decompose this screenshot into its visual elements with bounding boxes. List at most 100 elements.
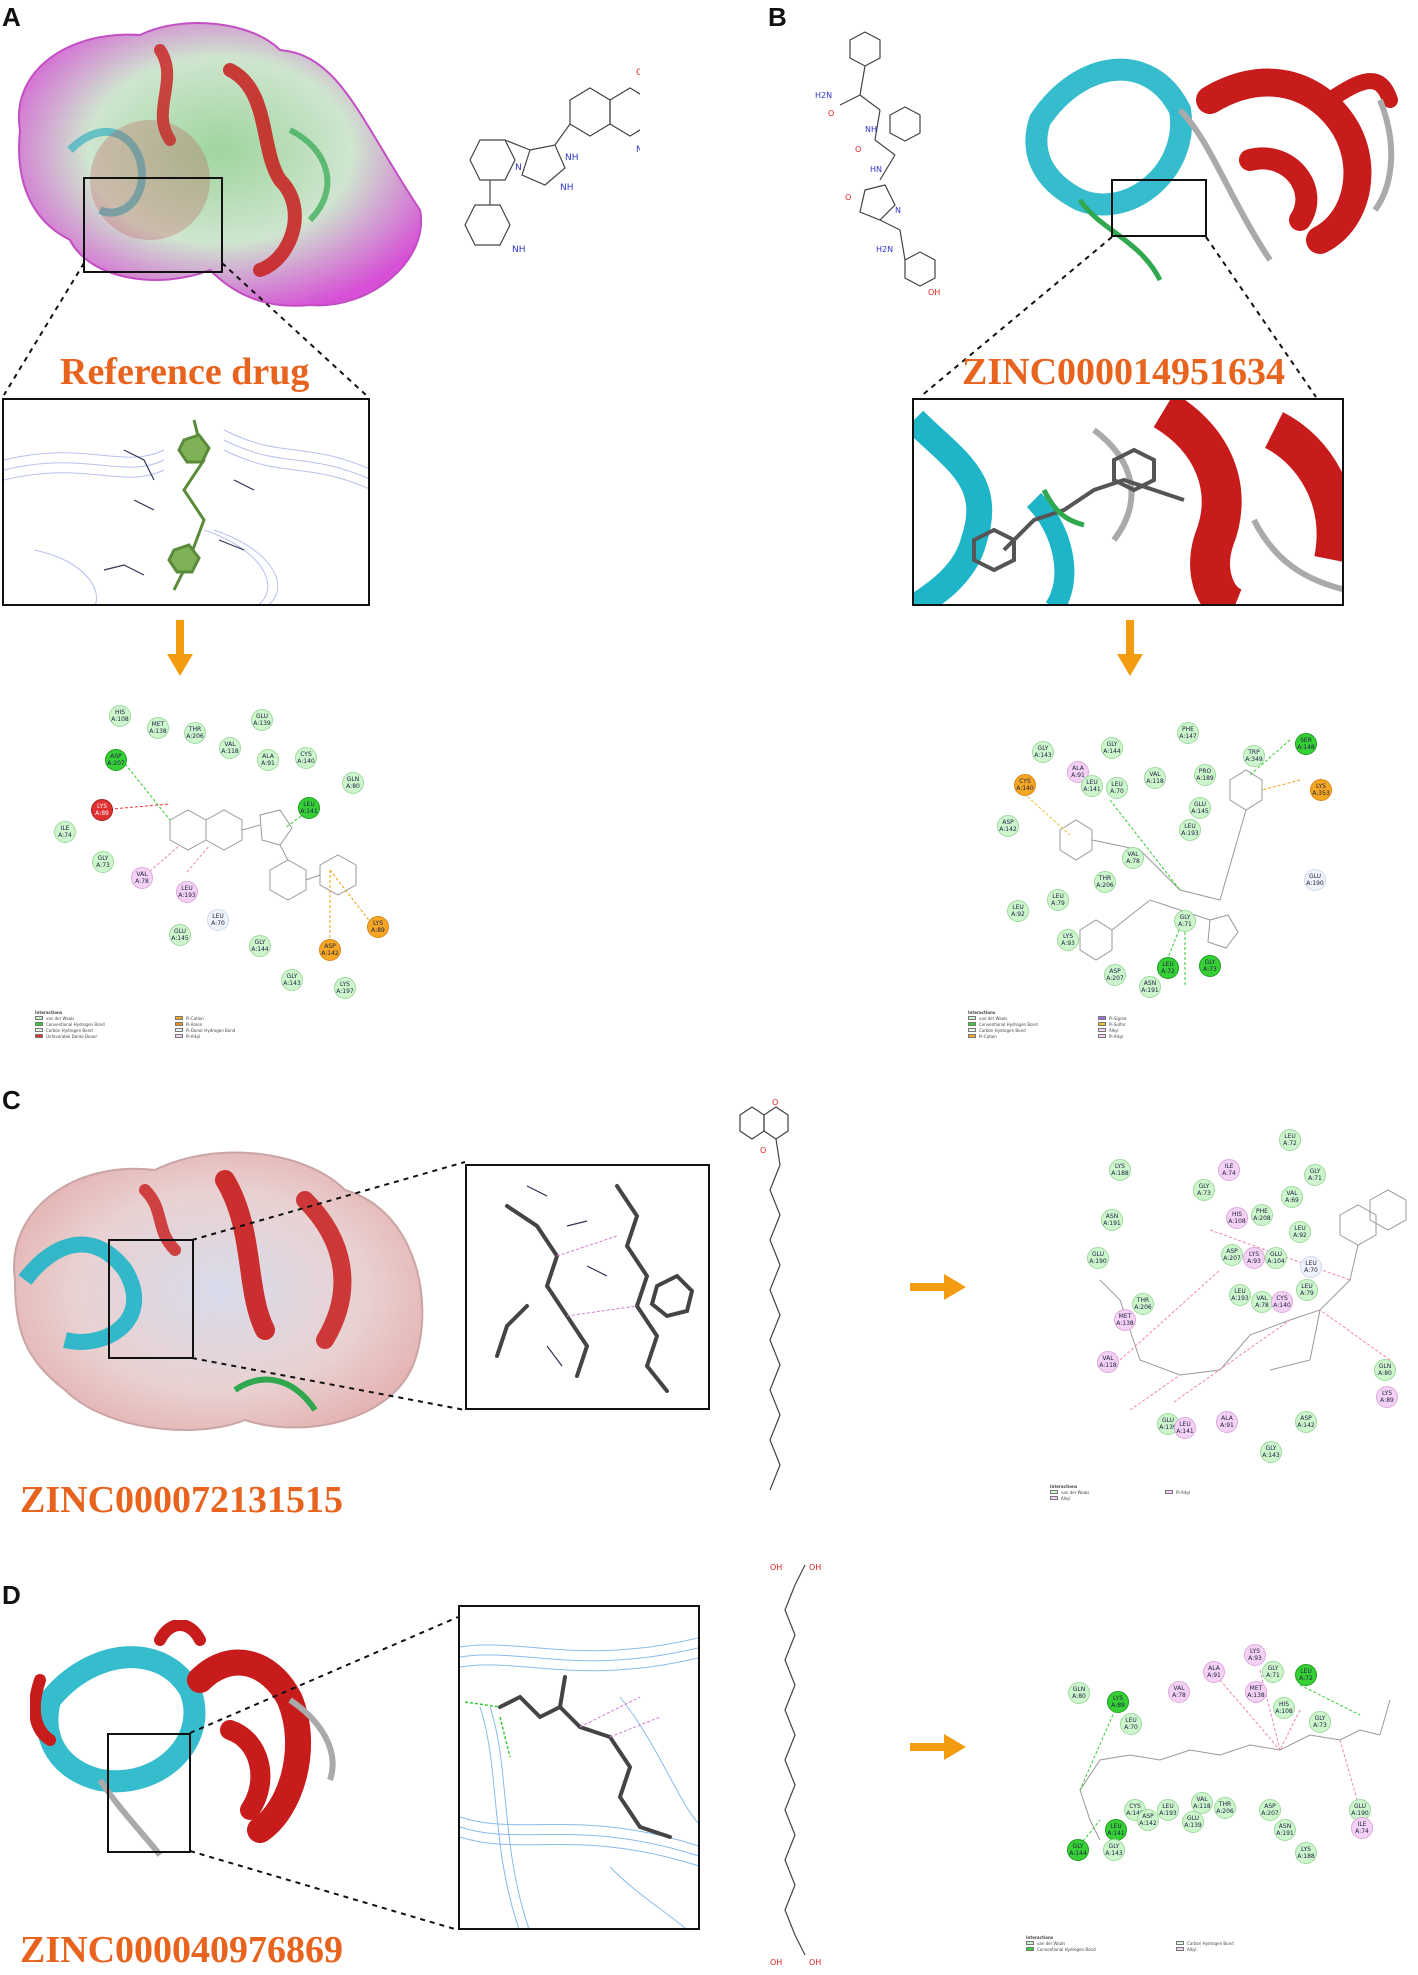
zoom-box-c <box>108 1239 194 1359</box>
zoom-box-a <box>83 177 223 273</box>
residue-node: VAL A:118 <box>1191 1792 1213 1814</box>
protein-ribbon-d <box>30 1620 336 1857</box>
atom-label: H2N <box>876 245 893 254</box>
atom-label: O <box>845 193 851 202</box>
residue-node: GLU A:104 <box>1265 1247 1287 1269</box>
residue-node: LEU A:72 <box>1279 1129 1301 1151</box>
legend-item: Carbon Hydrogen Bond <box>46 1027 93 1033</box>
residue-node: GLN A:80 <box>1068 1682 1090 1704</box>
residue-node: LEU A:193 <box>1179 819 1201 841</box>
zoom-box-d <box>107 1733 191 1853</box>
residue-node: CYS A:140 <box>1271 1291 1293 1313</box>
zoom-lines-c <box>191 1161 466 1411</box>
atom-label: OH <box>809 1958 821 1967</box>
residue-node: LYS A:89 <box>1376 1386 1398 1408</box>
residue-node: ASN A:191 <box>1139 976 1161 998</box>
residue-node: GLY A:71 <box>1304 1164 1326 1186</box>
residue-node: MET A:138 <box>147 717 169 739</box>
panel-letter-a: A <box>2 2 21 32</box>
legend-item: Unfavorable Donor-Donor <box>46 1033 98 1039</box>
legend-item: Pi-Cation <box>979 1033 997 1039</box>
atom-label: OH <box>809 1563 821 1572</box>
residue-node: VAL A:78 <box>1168 1681 1190 1703</box>
residue-node: HIS A:108 <box>1226 1207 1248 1229</box>
residue-node: GLY A:144 <box>249 935 271 957</box>
legend-item: Carbon Hydrogen Bond <box>1187 1940 1234 1946</box>
residue-node: GLY A:73 <box>1309 1711 1331 1733</box>
residue-node: LEU A:70 <box>1106 777 1128 799</box>
residue-node: PRO A:189 <box>1194 764 1216 786</box>
atom-label: NH <box>512 245 526 255</box>
residue-node: LEU A:79 <box>1296 1279 1318 1301</box>
atom-label: N <box>515 163 522 173</box>
residue-node: LEU A:72 <box>1157 957 1179 979</box>
residue-node: ASP A:207 <box>1221 1244 1243 1266</box>
residue-node: LEU A:193 <box>176 881 198 903</box>
residue-node: GLY A:144 <box>1067 1839 1089 1861</box>
binding-site-zoom-d <box>458 1605 700 1930</box>
legend-item: van der Waals <box>46 1015 75 1021</box>
residue-node: LYS A:93 <box>1244 1644 1266 1666</box>
legend-b: Interactions van der Waals Pi-Sigma Conv… <box>968 1010 1228 1039</box>
residue-node: LYS A:89 <box>91 799 113 821</box>
arrow-right-c <box>910 1274 966 1300</box>
atom-label: OH <box>770 1563 782 1572</box>
residue-node: ASP A:142 <box>997 815 1019 837</box>
residue-node: ILE A:74 <box>54 821 76 843</box>
legend-item: Pi-Sulfur <box>1109 1021 1126 1027</box>
atom-label: NH <box>565 153 579 163</box>
residue-node: GLN A:80 <box>1374 1359 1396 1381</box>
compound-title-c: ZINC000072131515 <box>20 1479 344 1521</box>
legend-title: Interactions <box>35 1010 63 1015</box>
residue-node: GLU A:145 <box>169 924 191 946</box>
atom-label: OH <box>770 1958 782 1967</box>
atom-label: H2N <box>815 91 832 100</box>
residue-node: CYS A:140 <box>295 747 317 769</box>
residue-node: MET A:138 <box>1114 1309 1136 1331</box>
residue-node: ASP A:142 <box>319 939 341 961</box>
residue-node: GLY A:144 <box>1101 737 1123 759</box>
zoom-lines-a <box>3 262 367 396</box>
residue-node: LEU A:70 <box>1120 1713 1142 1735</box>
panel-letter-d: D <box>2 1580 21 1610</box>
protein-ribbon-b <box>1025 58 1398 282</box>
legend-d: Interactions van der Waals Carbon Hydrog… <box>1026 1935 1326 1952</box>
residue-node: LEU A:70 <box>1300 1256 1322 1278</box>
compound-title-d: ZINC000040976869 <box>20 1929 344 1971</box>
compound-title-b: ZINC000014951634 <box>962 351 1286 393</box>
zoom-lines-b <box>919 236 1317 398</box>
residue-node: VAL A:118 <box>1144 767 1166 789</box>
residue-node: LYS A:197 <box>334 977 356 999</box>
residue-node: ALA A:91 <box>257 749 279 771</box>
residue-node: MET A:138 <box>1245 1681 1267 1703</box>
residue-node: ASP A:207 <box>105 749 127 771</box>
residue-node: LEU A:193 <box>1229 1284 1251 1306</box>
residue-node: THR A:206 <box>184 722 206 744</box>
protein-surface-c <box>13 1151 424 1431</box>
residue-node: THR A:206 <box>1094 871 1116 893</box>
legend-title: Interactions <box>968 1010 996 1015</box>
legend-item: Alkyl <box>1187 1946 1197 1952</box>
residue-node: GLY A:73 <box>1199 955 1221 977</box>
panel-letter-c: C <box>2 1085 21 1115</box>
legend-item: Pi-Alkyl <box>1176 1489 1191 1495</box>
interaction-diagram-d <box>1079 1669 1391 1846</box>
arrow-down-b <box>1117 620 1143 676</box>
residue-node: HIS A:108 <box>1273 1697 1295 1719</box>
residue-node: ASP A:207 <box>1259 1799 1281 1821</box>
residue-node: LYS A:188 <box>1109 1159 1131 1181</box>
zoom-lines-d <box>189 1616 459 1931</box>
binding-site-zoom-c <box>465 1164 710 1410</box>
residue-node: ALA A:91 <box>1203 1661 1225 1683</box>
atom-label: NH <box>865 125 877 134</box>
residue-node: GLY A:143 <box>281 969 303 991</box>
atom-label: NH <box>636 145 640 155</box>
residue-node: VAL A:118 <box>219 737 241 759</box>
compound-title-a: Reference drug <box>60 351 310 393</box>
residue-node: LYS A:89 <box>367 916 389 938</box>
legend-item: Alkyl <box>1109 1027 1119 1033</box>
atom-label: NH <box>560 183 574 193</box>
arrow-right-d <box>910 1734 966 1760</box>
residue-node: ALA A:91 <box>1216 1411 1238 1433</box>
ligand-structure-b: H2N O NH O HN O N H2N OH <box>815 31 940 297</box>
